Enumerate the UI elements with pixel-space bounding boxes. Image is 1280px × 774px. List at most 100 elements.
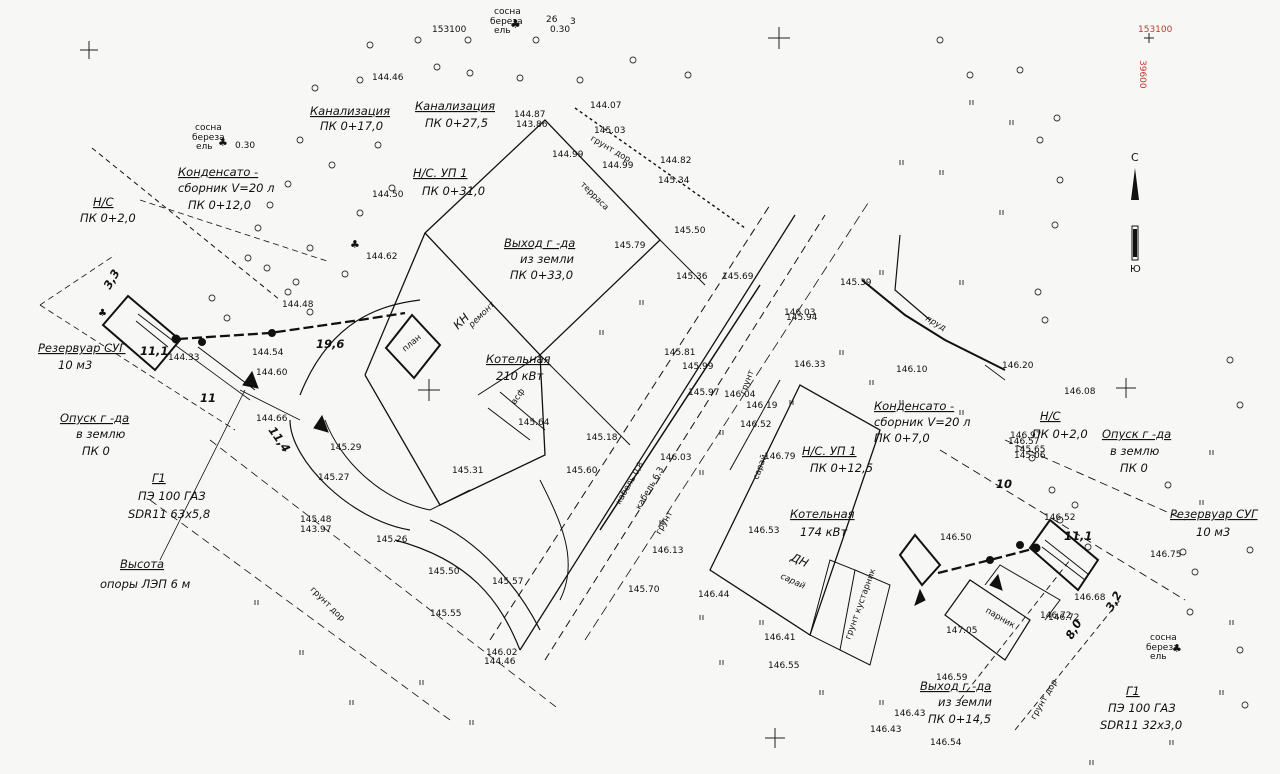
elevation-mark: 145.97 — [688, 388, 720, 398]
tree-legend-3: сосна береза ель — [1146, 633, 1179, 662]
elevation-mark: 144.99 — [602, 161, 634, 171]
elevation-mark: 146.72 — [1048, 613, 1080, 623]
right-site — [709, 234, 1186, 731]
r-ns-pk: ПК 0+2,0 — [1032, 427, 1088, 441]
pole-title: Высота — [120, 557, 164, 571]
elevation-mark: 147.05 — [946, 626, 978, 636]
elevation-mark: 146.53 — [748, 526, 780, 536]
elevation-mark: 145.60 — [566, 466, 598, 476]
svg-text:26: 26 — [546, 15, 558, 25]
south-label: Ю — [1130, 264, 1141, 275]
elevation-mark: 146.52 — [740, 420, 772, 430]
r-boiler-title: Котельная — [790, 507, 855, 521]
elevation-mark: 143.86 — [516, 120, 548, 130]
dim-19-6: 19,6 — [316, 337, 344, 351]
tree-legend-1: сосна береза ель 0.30 26 3 — [490, 7, 576, 36]
elevation-mark: 144.33 — [168, 353, 200, 363]
pole-sub: опоры ЛЭП 6 м — [100, 577, 191, 591]
tank-title: Резервуар СУГ — [38, 341, 127, 355]
elevation-mark: 146.08 — [1064, 387, 1096, 397]
elevation-mark: 145.50 — [428, 567, 460, 577]
corner-code-right: 153100 — [1138, 25, 1173, 35]
elevation-mark: 146.20 — [1002, 361, 1034, 371]
descent-pk: ПК 0 — [82, 444, 110, 458]
svg-text:♣: ♣ — [510, 17, 521, 31]
r-g1-sdr: SDR11 32х3,0 — [1100, 718, 1182, 732]
boiler-title: Котельная — [486, 352, 551, 366]
dim-11: 11 — [200, 391, 216, 405]
svg-text:ель: ель — [196, 142, 213, 152]
exit-title: Выход г -да — [504, 236, 575, 250]
elevation-mark: 144.07 — [590, 101, 622, 111]
elevation-mark: 144.62 — [366, 252, 398, 262]
g1-sdr: SDR11 63х5,8 — [128, 507, 210, 521]
r-descent-title: Опуск г -да — [1102, 427, 1171, 441]
r-cond-title-2: сборник V=20 л — [874, 415, 971, 429]
svg-text:ель: ель — [1150, 652, 1167, 662]
svg-text:3: 3 — [570, 17, 576, 27]
r-dim-10: 10 — [996, 477, 1012, 491]
elevation-mark: 146.75 — [1150, 550, 1182, 560]
r-ns-up-title: Н/С. УП 1 — [802, 444, 857, 458]
r-boiler-power: 174 кВт — [800, 525, 847, 539]
elevation-mark: 145.70 — [628, 585, 660, 595]
elevation-mark: 146.50 — [940, 533, 972, 543]
elevation-mark: 144.54 — [252, 348, 284, 358]
svg-text:ель: ель — [494, 26, 511, 36]
elevation-mark: 146.41 — [764, 633, 796, 643]
elevation-mark: 146.54 — [930, 738, 962, 748]
elevation-mark: 146.19 — [746, 401, 778, 411]
elevation-mark: 146.43 — [894, 709, 926, 719]
grid-crosses — [80, 27, 1154, 748]
sewer2-title: Канализация — [415, 99, 495, 113]
elevation-mark: 146.68 — [1074, 593, 1106, 603]
corner-code-vertical: 39600 — [1137, 60, 1147, 89]
elevation-mark: 146.44 — [698, 590, 730, 600]
descent-title: Опуск г -да — [60, 411, 129, 425]
boiler-power: 210 кВт — [496, 369, 543, 383]
ns-title: Н/С — [93, 195, 114, 209]
r-cond-title-1: Конденсато - — [874, 399, 954, 413]
north-arrow: С Ю — [1130, 151, 1141, 275]
left-site — [39, 107, 871, 721]
r-g1-pipe: ПЭ 100 ГАЗ — [1108, 701, 1176, 715]
elevation-mark: 145.69 — [722, 272, 754, 282]
elevation-mark: 144.48 — [282, 300, 314, 310]
elevation-mark: 146.43 — [870, 725, 902, 735]
elevation-mark: 145.06 — [1014, 451, 1046, 461]
north-label: С — [1131, 151, 1139, 164]
r-tank-vol: 10 м3 — [1196, 525, 1230, 539]
elevation-mark: 145.31 — [452, 466, 484, 476]
r-descent-pk: ПК 0 — [1120, 461, 1148, 475]
sewer1-pk: ПК 0+17,0 — [320, 119, 383, 133]
elevation-mark: 146.33 — [794, 360, 826, 370]
r-exit-title: Выход г -да — [920, 679, 991, 693]
svg-text:♣: ♣ — [1172, 642, 1182, 655]
elevation-mark: 145.50 — [674, 226, 706, 236]
dim-11-1: 11,1 — [140, 344, 168, 358]
svg-text:0.30: 0.30 — [235, 141, 255, 151]
elevation-mark: 145.79 — [614, 241, 646, 251]
r-cond-pk: ПК 0+7,0 — [874, 431, 930, 445]
descent-sub: в землю — [76, 427, 126, 441]
svg-text:сосна: сосна — [1150, 633, 1177, 643]
cond-title-1: Конденсато - — [178, 165, 258, 179]
elevation-mark: 146.02 — [486, 648, 518, 658]
elevation-mark: 145.99 — [682, 362, 714, 372]
elevation-mark: 146.03 — [660, 453, 692, 463]
elevation-mark: 145.81 — [664, 348, 696, 358]
sewer1-title: Канализация — [310, 104, 390, 118]
r-descent-sub: в землю — [1110, 444, 1160, 458]
svg-text:сосна: сосна — [195, 123, 222, 133]
r-ns-title: Н/С — [1040, 409, 1061, 423]
elevation-marks: 144.46144.87143.86144.07145.03144.99144.… — [168, 73, 1182, 748]
svg-text:сосна: сосна — [494, 7, 521, 17]
exit-pk: ПК 0+33,0 — [510, 268, 573, 282]
elevation-mark: 144.82 — [660, 156, 692, 166]
r-g1-title: Г1 — [1126, 684, 1140, 698]
elevation-mark: 146.79 — [764, 452, 796, 462]
r-tank-title: Резервуар СУГ — [1170, 507, 1259, 521]
elevation-mark: 146.57 — [1008, 437, 1040, 447]
elevation-mark: 144.66 — [256, 414, 288, 424]
